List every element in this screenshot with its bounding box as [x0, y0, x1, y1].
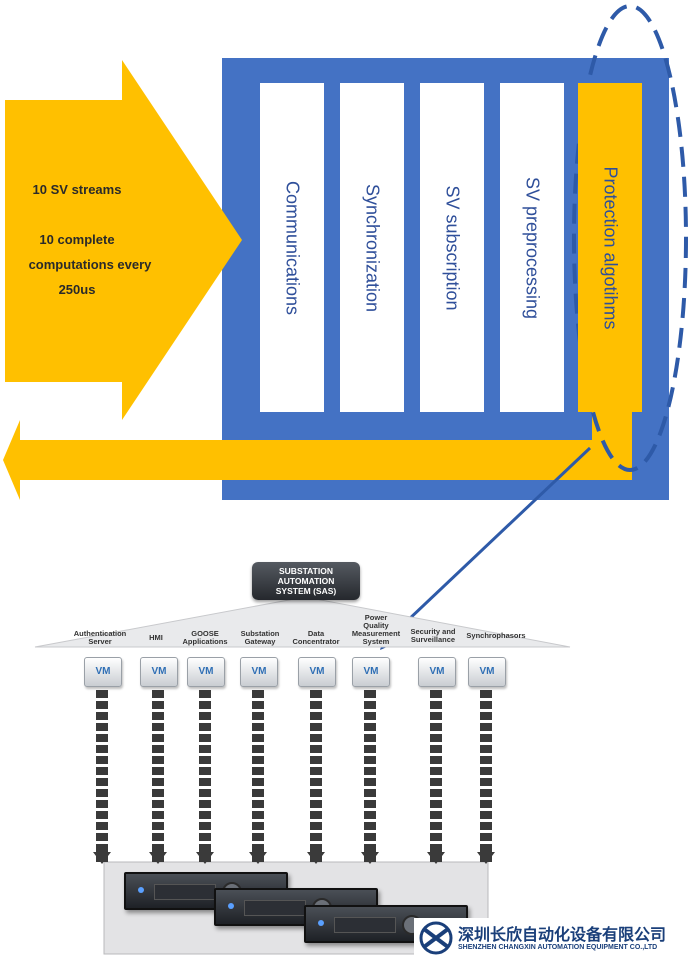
- vm-link-arrowhead: [477, 852, 495, 864]
- vm-label: VM: [429, 666, 445, 677]
- vm-label: VM: [309, 666, 325, 677]
- vm-link: [152, 690, 164, 862]
- arrow-text-line4: 250us: [58, 282, 96, 297]
- service-label-data-concentrator: Data Concentrator: [286, 630, 346, 646]
- vm-label: VM: [363, 666, 379, 677]
- vm-link: [96, 690, 108, 862]
- service-label-gateway: Substation Gateway: [230, 630, 290, 646]
- vm-label: VM: [151, 666, 167, 677]
- service-line: Measurement System: [351, 629, 401, 646]
- vm-link: [199, 690, 211, 862]
- module-label: Communications: [282, 180, 303, 315]
- vm-link-arrowhead: [196, 852, 214, 864]
- company-logo-icon: [419, 921, 453, 955]
- module-communications: Communications: [260, 83, 324, 412]
- module-protection-algorithms: Protection algotihms: [578, 83, 642, 412]
- service-line: Gateway: [244, 637, 276, 646]
- service-line: Authentication: [73, 629, 127, 638]
- module-label: SV subscription: [442, 184, 463, 311]
- input-arrow: [5, 60, 242, 420]
- output-arrow: [3, 420, 632, 500]
- vm-box: VM: [140, 657, 178, 687]
- service-label-synchrophasors: Synchrophasors: [460, 632, 532, 640]
- vm-link-arrowhead: [249, 852, 267, 864]
- company-watermark: 深圳长欣自动化设备有限公司 SHENZHEN CHANGXIN AUTOMATI…: [414, 918, 690, 958]
- service-line: Power Quality: [363, 613, 389, 630]
- company-name-en: SHENZHEN CHANGXIN AUTOMATION EQUIPMENT C…: [458, 944, 658, 951]
- module-label: Synchronization: [362, 183, 383, 312]
- vm-link: [252, 690, 264, 862]
- arrow-text-line3: computations every: [28, 257, 152, 272]
- module-synchronization: Synchronization: [340, 83, 404, 412]
- service-line: Data: [307, 629, 325, 638]
- arrow-text-streams: 10 SV streams: [32, 182, 122, 197]
- vm-box: VM: [84, 657, 122, 687]
- service-line: Synchrophasors: [466, 631, 526, 640]
- service-line: GOOSE: [191, 629, 219, 638]
- service-line: Surveillance: [410, 635, 456, 644]
- vm-link: [480, 690, 492, 862]
- vm-link: [364, 690, 376, 862]
- vm-box: VM: [418, 657, 456, 687]
- vm-label: VM: [95, 666, 111, 677]
- service-line: HMI: [149, 633, 163, 642]
- service-line: Security and: [410, 627, 456, 636]
- vm-label: VM: [198, 666, 214, 677]
- sas-title-line2: AUTOMATION: [277, 576, 335, 586]
- service-label-hmi: HMI: [136, 634, 176, 642]
- service-line: Server: [88, 637, 112, 646]
- vm-box: VM: [298, 657, 336, 687]
- sas-title-line1: SUBSTATION: [279, 566, 333, 576]
- vm-link-arrowhead: [427, 852, 445, 864]
- vm-box: VM: [187, 657, 225, 687]
- vm-link-arrowhead: [93, 852, 111, 864]
- module-sv-subscription: SV subscription: [420, 83, 484, 412]
- vm-box: VM: [240, 657, 278, 687]
- company-name-cn: 深圳长欣自动化设备有限公司: [458, 925, 667, 944]
- module-label: Protection algotihms: [600, 165, 621, 330]
- service-label-authentication: Authentication Server: [60, 630, 140, 646]
- arrow-text-line2: 10 complete: [39, 232, 115, 247]
- sas-badge: SUBSTATION AUTOMATION SYSTEM (SAS): [252, 562, 360, 600]
- vm-box: VM: [352, 657, 390, 687]
- vm-box: VM: [468, 657, 506, 687]
- vm-link-arrowhead: [149, 852, 167, 864]
- module-label: SV preprocessing: [522, 176, 543, 319]
- service-line: Substation: [240, 629, 280, 638]
- sas-title-line3: SYSTEM (SAS): [275, 586, 337, 596]
- service-label-security: Security and Surveillance: [402, 628, 464, 644]
- service-label-power-quality: Power Quality Measurement System: [345, 614, 407, 646]
- highlight-ellipse: [572, 4, 688, 472]
- service-line: Applications: [182, 637, 228, 646]
- vm-link-arrowhead: [307, 852, 325, 864]
- vm-link: [310, 690, 322, 862]
- service-line: Concentrator: [292, 637, 340, 646]
- connector-line: [385, 446, 592, 642]
- vm-link: [430, 690, 442, 862]
- vm-label: VM: [251, 666, 267, 677]
- vm-label: VM: [479, 666, 495, 677]
- module-sv-preprocessing: SV preprocessing: [500, 83, 564, 412]
- service-label-goose: GOOSE Applications: [172, 630, 238, 646]
- sas-fan: [34, 596, 571, 648]
- vm-link-arrowhead: [361, 852, 379, 864]
